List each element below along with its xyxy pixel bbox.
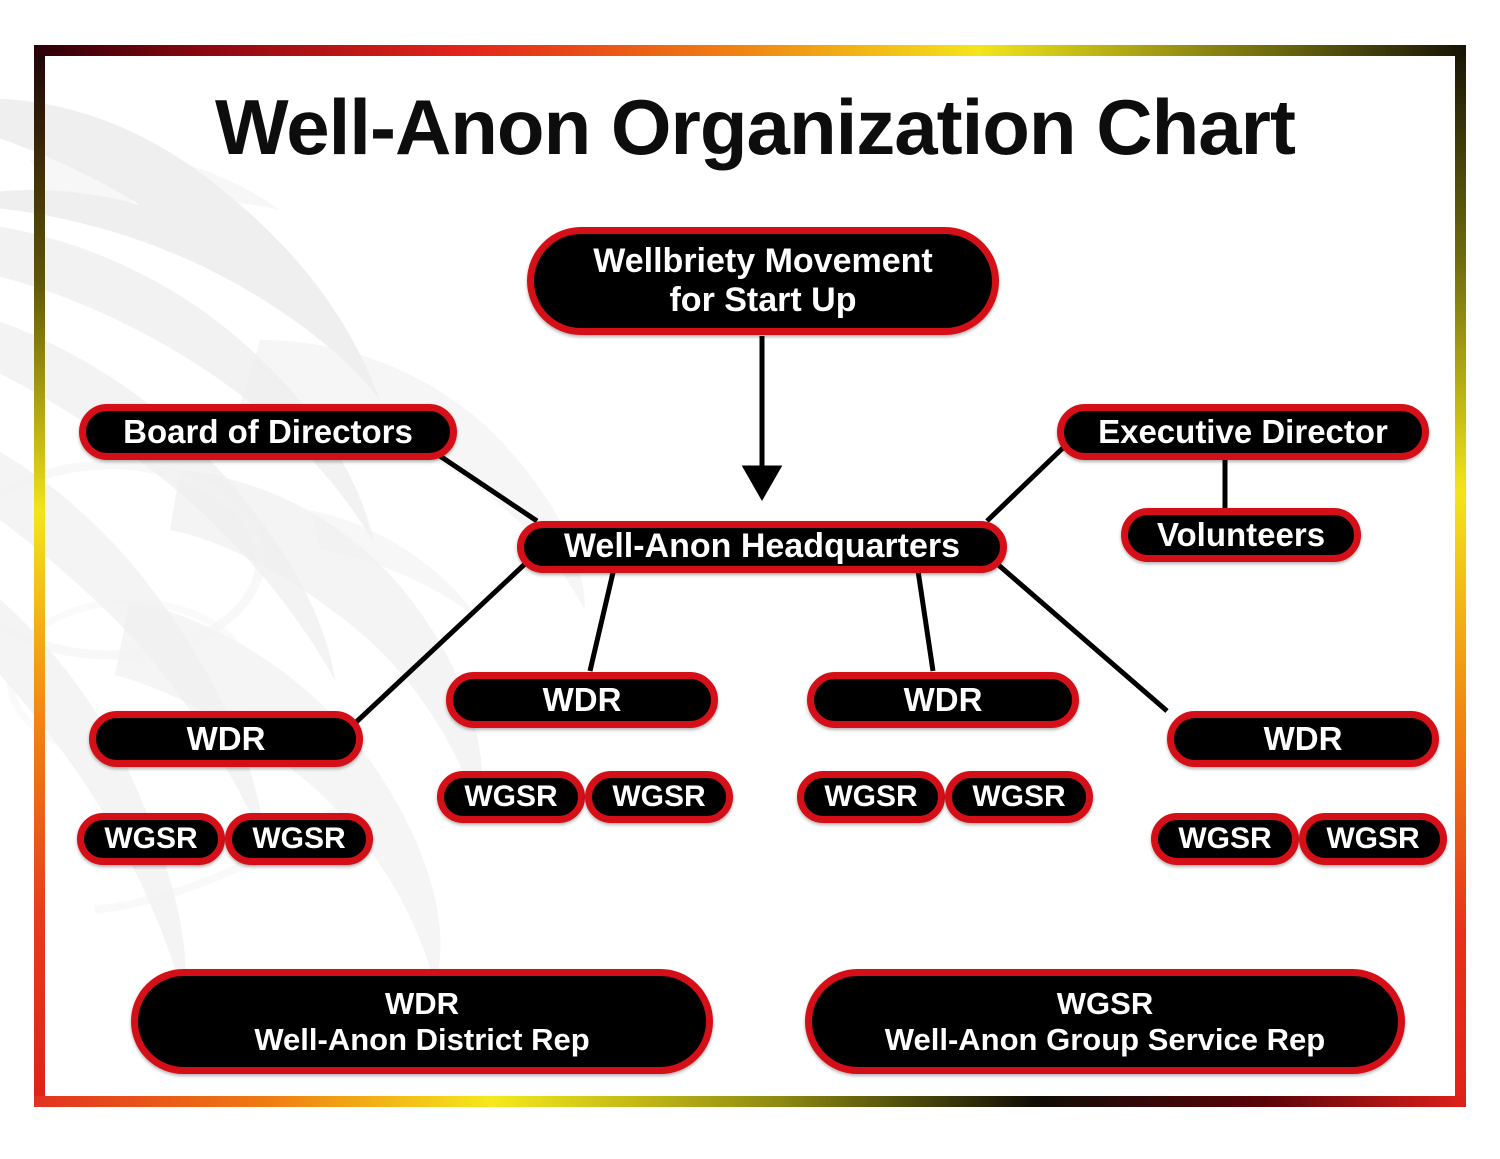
node-wgsr-1b[interactable]: WGSR [225, 813, 373, 865]
node-wellbriety-movement[interactable]: Wellbriety Movement for Start Up [527, 227, 999, 335]
frame-inner-area: Well-Anon Organization Chart [45, 56, 1455, 1096]
node-wdr-4[interactable]: WDR [1167, 711, 1439, 767]
node-wgsr-3b[interactable]: WGSR [945, 771, 1093, 823]
page-title: Well-Anon Organization Chart [215, 83, 1296, 171]
node-volunteers[interactable]: Volunteers [1121, 508, 1361, 562]
node-board-of-directors[interactable]: Board of Directors [79, 404, 457, 460]
node-wdr-3[interactable]: WDR [807, 672, 1079, 728]
arrowhead-root-to-hq [741, 465, 783, 502]
node-wgsr-2b[interactable]: WGSR [585, 771, 733, 823]
node-wdr-1[interactable]: WDR [89, 711, 363, 767]
node-wgsr-4a[interactable]: WGSR [1151, 813, 1299, 865]
connector-lines [350, 336, 1228, 728]
legend-wdr: WDR Well-Anon District Rep [131, 969, 713, 1074]
node-wdr-2[interactable]: WDR [446, 672, 718, 728]
node-wgsr-2a[interactable]: WGSR [437, 771, 585, 823]
node-well-anon-headquarters[interactable]: Well-Anon Headquarters [517, 521, 1007, 573]
connector-hq-to-wdr2 [587, 563, 618, 672]
connector-hq-to-wdr3 [914, 563, 936, 672]
node-wgsr-4b[interactable]: WGSR [1299, 813, 1447, 865]
legend-wgsr: WGSR Well-Anon Group Service Rep [805, 969, 1405, 1074]
node-wgsr-1a[interactable]: WGSR [77, 813, 225, 865]
connector-hq-to-exec [985, 442, 1069, 523]
gradient-frame-border: Well-Anon Organization Chart [34, 45, 1466, 1107]
node-wgsr-3a[interactable]: WGSR [797, 771, 945, 823]
node-executive-director[interactable]: Executive Director [1057, 404, 1429, 460]
